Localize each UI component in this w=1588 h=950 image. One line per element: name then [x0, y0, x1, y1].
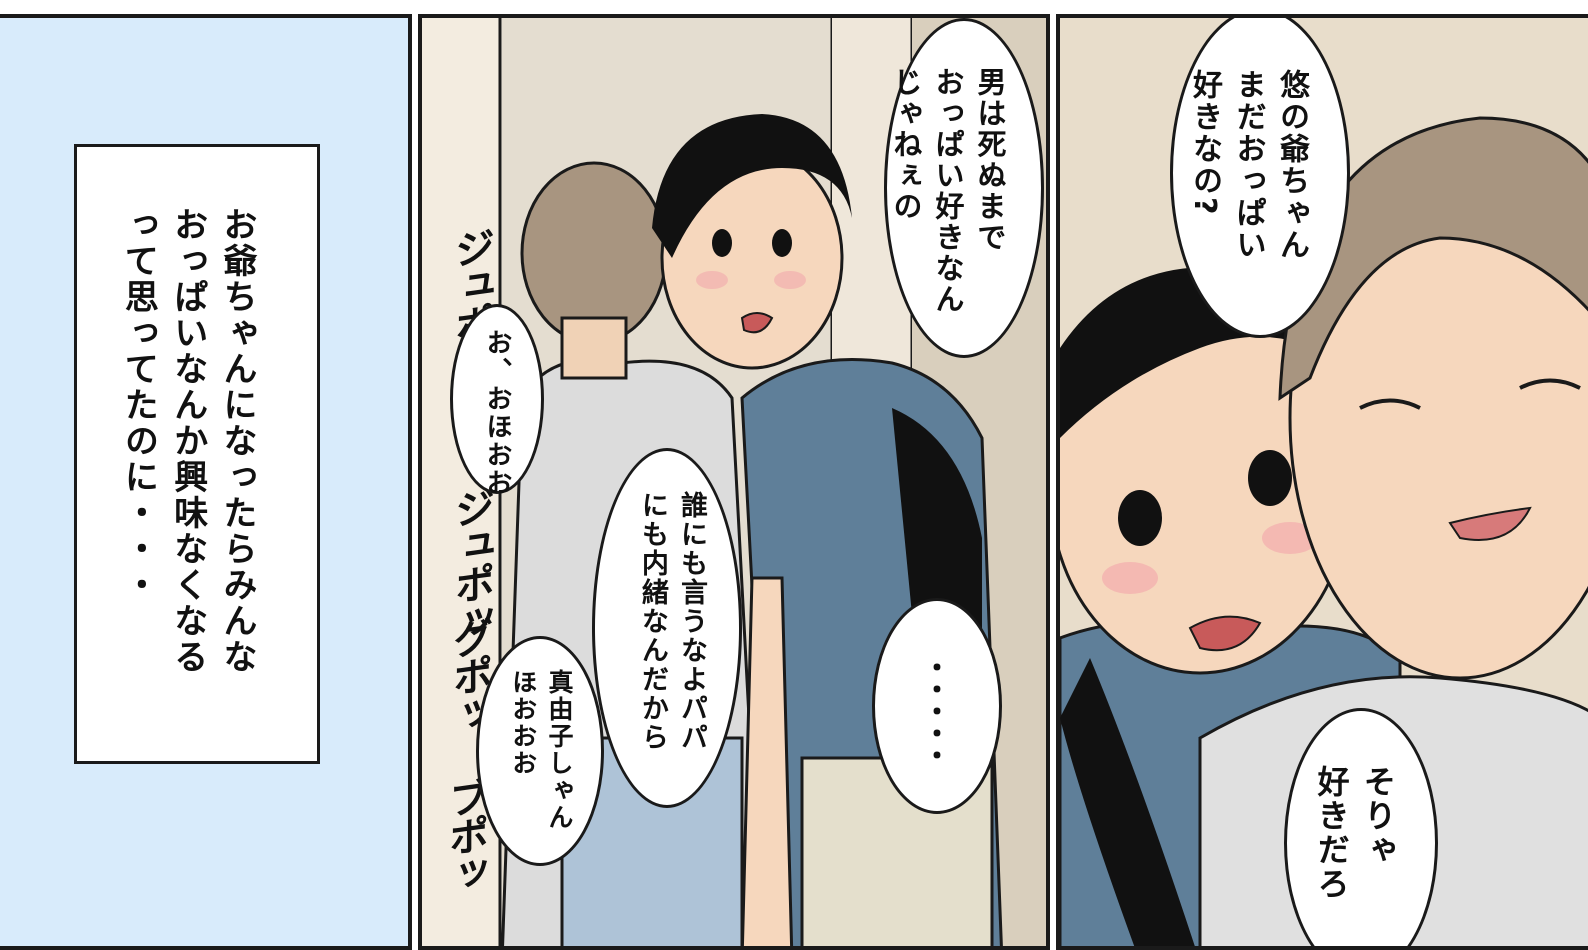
old-man-head — [520, 161, 668, 345]
bubble-secret-text: 誰にも言うなよパパ にも内緒なんだから — [636, 491, 707, 752]
boy-blush-right — [774, 271, 806, 289]
boy-eye-right — [772, 229, 792, 257]
boy-closeup-blush-left — [1102, 562, 1158, 594]
speech-bubble-question: 悠の爺ちゃん まだおっぱい 好きなの? — [1170, 18, 1350, 338]
panel-left: お爺ちゃんになったらみんな おっぱいなんか興味なくなる って思ってたのに・・・ — [0, 14, 412, 950]
boy-eye-left — [712, 229, 732, 257]
bubble-dots-text: ・・・・・ — [919, 653, 952, 763]
boy-mouth — [740, 312, 774, 334]
boy-closeup-blush-right — [1262, 522, 1318, 554]
narration-box: お爺ちゃんになったらみんな おっぱいなんか興味なくなる って思ってたのに・・・ — [74, 144, 320, 764]
speech-bubble-dots: ・・・・・ — [872, 598, 1002, 814]
speech-bubble-top: 男は死ぬまで おっぱい好きなん じゃねぇの — [884, 18, 1044, 358]
bubble-mayuko-text: 真由子しゃん ほおおお — [508, 669, 574, 831]
boy-hair — [652, 114, 852, 258]
boy-closeup-strap — [1060, 658, 1195, 946]
boy-arm — [740, 576, 794, 946]
brother-eye-right — [1519, 378, 1581, 390]
speech-bubble-oho: お、おほおお — [450, 304, 544, 497]
old-man-neck — [560, 316, 628, 380]
boy-closeup-mouth — [1188, 615, 1262, 652]
speech-bubble-answer: そりゃ 好きだろ — [1284, 708, 1438, 946]
panel-middle: ジュポッ ジュポッ グポッ ブポッ 男は死ぬまで おっぱい好きなん じゃねぇの … — [418, 14, 1050, 950]
bubble-top-text: 男は死ぬまで おっぱい好きなん じゃねぇの — [888, 67, 1007, 315]
brother-eye-left — [1359, 398, 1421, 410]
boy-closeup-eye-left — [1118, 490, 1162, 546]
boy-closeup-eye-right — [1248, 450, 1292, 506]
boy-blush-left — [696, 271, 728, 289]
bubble-answer-text: そりゃ 好きだろ — [1312, 765, 1397, 901]
speech-bubble-secret: 誰にも言うなよパパ にも内緒なんだから — [592, 448, 742, 808]
panel-right: 悠の爺ちゃん まだおっぱい 好きなの? そりゃ 好きだろ — [1056, 14, 1588, 950]
narration-text: お爺ちゃんになったらみんな おっぱいなんか興味なくなる って思ってたのに・・・ — [118, 207, 257, 675]
bubble-question-text: 悠の爺ちゃん まだおっぱい 好きなの? — [1187, 69, 1309, 261]
speech-bubble-mayuko: 真由子しゃん ほおおお — [476, 636, 604, 866]
bubble-oho-text: お、おほおお — [482, 329, 512, 497]
brother-mouth — [1448, 506, 1532, 541]
